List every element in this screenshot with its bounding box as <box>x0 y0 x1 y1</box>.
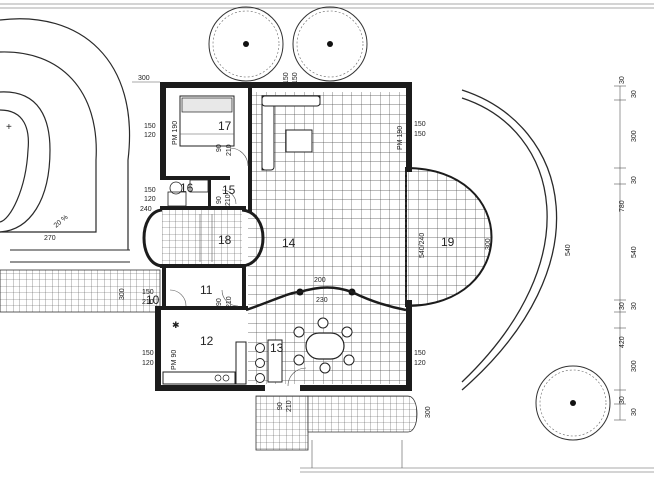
dim-150-b: 150 <box>414 121 426 128</box>
terrace-arc <box>461 89 558 391</box>
dim-210-bot: 210 <box>286 400 293 412</box>
dim-230: 230 <box>316 297 328 304</box>
doors <box>169 147 407 387</box>
entry-terrace <box>255 395 309 451</box>
dim-300-arc: 300 <box>485 238 492 250</box>
room-17-furniture <box>179 95 235 147</box>
dim-slope: 20 % <box>53 214 70 230</box>
dim-210-f: 210 <box>142 299 154 306</box>
room-number-10: 10 <box>146 293 160 307</box>
hall-end-left <box>142 208 163 268</box>
dim-300-bot: 300 <box>425 406 432 418</box>
room-number-17: 17 <box>218 119 232 133</box>
dim-150-e: 150 <box>142 289 154 296</box>
dim-right-300b: 300 <box>631 360 638 372</box>
driveway: + <box>0 18 130 263</box>
hall-end-right <box>241 208 265 268</box>
exterior-walls <box>155 82 412 391</box>
dim-90-f: 90 <box>216 298 223 306</box>
dim-120-h: 120 <box>414 360 426 367</box>
dim-pm190-b: PM 190 <box>397 126 404 150</box>
dim-200: 200 <box>314 277 326 284</box>
dim-right-30a: 30 <box>619 76 626 84</box>
dim-270: 270 <box>44 235 56 242</box>
room-number-11: 11 <box>200 283 213 297</box>
tree-1 <box>208 6 284 82</box>
site-boundary <box>0 3 654 473</box>
dim-150-top2: 150 <box>292 72 299 84</box>
dim-150-a: 150 <box>144 123 156 130</box>
dim-pm90: PM 90 <box>171 350 178 370</box>
dim-120-a: 120 <box>144 132 156 139</box>
dim-150-c: 150 <box>414 131 426 138</box>
dim-300-top: 300 <box>138 75 150 82</box>
bar-stools <box>255 339 283 383</box>
room-number-14: 14 <box>282 236 296 250</box>
room-19-floor <box>405 166 493 308</box>
dimension-lines <box>132 81 626 421</box>
room-divider-curve <box>245 286 407 312</box>
garden-path-left <box>0 269 161 313</box>
dim-right-780: 780 <box>619 200 626 212</box>
dim-150-h: 150 <box>414 350 426 357</box>
svg-text:✱: ✱ <box>172 320 180 330</box>
dim-90-a: 90 <box>216 144 223 152</box>
dim-right-30e: 30 <box>619 302 626 310</box>
room-number-18: 18 <box>218 233 232 247</box>
dim-210-g: 210 <box>226 296 233 308</box>
room-18-floor <box>162 208 242 266</box>
dim-right-30g: 30 <box>631 408 638 416</box>
room-number-19: 19 <box>441 235 455 249</box>
hall-stairs <box>199 214 213 262</box>
bath-fixtures <box>167 179 209 207</box>
tree-3 <box>535 365 611 441</box>
svg-text:+: + <box>6 122 12 133</box>
dim-right-540: 540 <box>631 246 638 258</box>
room-number-16: 16 <box>180 181 194 195</box>
kitchen-counter: ✱ <box>162 320 247 385</box>
room-number-15: 15 <box>222 183 236 197</box>
dim-210-e: 210 <box>225 194 232 206</box>
dim-right-30c: 30 <box>631 176 638 184</box>
dining-table <box>293 317 355 374</box>
dim-150-top1: 150 <box>283 72 290 84</box>
dim-right-420: 420 <box>619 336 626 348</box>
dim-540-240: 540/240 <box>419 233 426 258</box>
tree-2 <box>292 6 368 82</box>
dim-90-bot: 90 <box>277 402 284 410</box>
dim-120-d: 120 <box>144 196 156 203</box>
dim-120-g: 120 <box>142 360 154 367</box>
dim-540-arc: 540 <box>565 244 572 256</box>
dim-right-300a: 300 <box>631 130 638 142</box>
room-number-12: 12 <box>200 334 214 348</box>
dim-240-d: 240 <box>140 206 152 213</box>
dim-150-d: 150 <box>144 187 156 194</box>
dim-right-30f: 30 <box>619 396 626 404</box>
entry-ramp <box>307 395 418 433</box>
room-number-13: 13 <box>270 341 284 355</box>
dim-right-30d: 30 <box>631 302 638 310</box>
dim-pm190-a: PM 190 <box>172 121 179 145</box>
dim-210-a: 210 <box>226 144 233 156</box>
dim-right-30b: 30 <box>631 90 638 98</box>
dim-300-mid: 300 <box>119 288 126 300</box>
dim-90-e: 90 <box>216 196 223 204</box>
sofa <box>261 95 321 171</box>
dim-150-g: 150 <box>142 350 154 357</box>
